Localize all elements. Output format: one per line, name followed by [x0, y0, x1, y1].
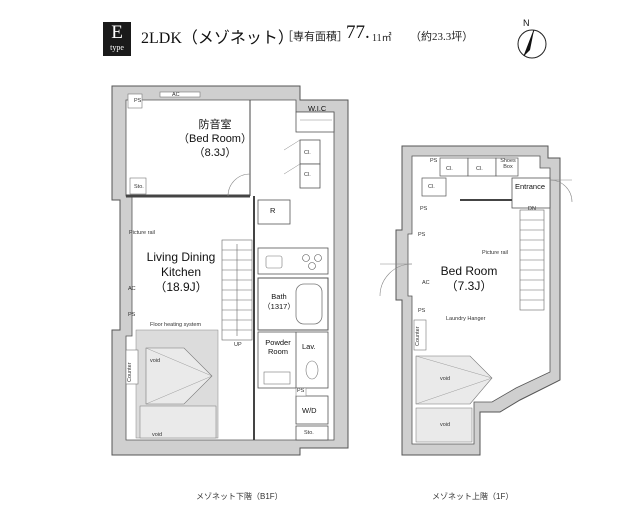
ac-label: AC	[128, 286, 136, 292]
ldk-size: （18.9J）	[154, 280, 208, 294]
void-label: void	[440, 422, 451, 428]
room-name-en: （Bed Room）	[178, 133, 252, 145]
room-name-jp: 防音室	[198, 119, 232, 131]
powder-line2: Room	[267, 347, 288, 356]
ac-label: AC	[422, 280, 430, 286]
bedroom-name: Bed Room	[440, 264, 498, 278]
shoes-box-line2: Box	[503, 164, 513, 170]
plan-title: 2LDK（メゾネット）	[141, 30, 294, 47]
ps-label: PS	[420, 206, 428, 212]
ldk-line1: Living Dining	[146, 250, 216, 264]
upper-floor-caption: メゾネット上階（1F）	[432, 492, 514, 501]
area-value: 77.	[346, 22, 370, 43]
ac-label: AC	[172, 92, 180, 98]
bedroom-size: （7.3J）	[445, 279, 493, 293]
ps-label: PS	[134, 98, 142, 104]
room-size: （8.3J）	[193, 147, 237, 159]
bath-name: Bath	[271, 292, 287, 301]
ps-label: PS	[418, 232, 426, 238]
powder-line1: Powder	[265, 338, 291, 347]
void-label: void	[152, 432, 163, 438]
type-badge: E type	[103, 22, 131, 56]
closet-label: Cl.	[304, 172, 311, 178]
shoes-box-line1: Shoes	[500, 158, 516, 164]
void-label: void	[440, 376, 451, 382]
compass-icon: N	[517, 18, 547, 59]
void-label: void	[150, 358, 161, 364]
upper-bedroom-label: Bed Room （7.3J）	[432, 264, 506, 294]
lower-floor-caption: メゾネット下階（B1F）	[196, 492, 283, 501]
ldk-label: Living Dining Kitchen （18.9J）	[140, 250, 222, 295]
powder-room-label: Powder Room	[260, 338, 296, 356]
stairs-up-label: UP	[234, 342, 242, 348]
type-word: type	[110, 43, 124, 52]
wic-label: W.I.C	[308, 104, 327, 113]
closet-label: Cl.	[304, 150, 311, 156]
storage-label: Sto.	[304, 430, 314, 436]
upper-floor	[379, 145, 573, 456]
counter-label: Counter	[415, 326, 421, 346]
compass-north-label: N	[523, 18, 530, 28]
ps-label: PS	[418, 308, 426, 314]
refrigerator-label: R	[270, 206, 276, 215]
plan-header: E type 2LDK（メゾネット） ［専有面積］ 77. 11㎡ （約23.3…	[0, 0, 640, 70]
floor-heating-label: Floor heating system	[150, 322, 202, 328]
bath-size: （1317）	[263, 302, 295, 311]
closet-label: Cl.	[428, 184, 435, 190]
area-unit: 11㎡	[372, 33, 392, 44]
washer-dryer-label: W/D	[302, 406, 317, 415]
ps-label: PS	[297, 388, 305, 394]
shoes-box-label: Shoes Box	[498, 158, 518, 170]
closet-label: Cl.	[446, 166, 453, 172]
lower-floor	[111, 85, 349, 456]
lavatory-label: Lav.	[302, 342, 316, 351]
entrance-label: Entrance	[515, 182, 546, 191]
stairs-down-label: DN	[528, 206, 536, 212]
soundproof-room-label: 防音室 （Bed Room） （8.3J）	[178, 118, 252, 160]
laundry-hanger-label: Laundry Hanger	[446, 316, 486, 322]
storage-label: Sto.	[134, 184, 144, 190]
picture-rail-label: Picture rail	[129, 230, 155, 236]
area-label: ［専有面積］	[282, 31, 348, 43]
ps-label: PS	[430, 158, 438, 164]
picture-rail-label: Picture rail	[482, 250, 508, 256]
closet-label: Cl.	[476, 166, 483, 172]
ps-label: PS	[128, 312, 136, 318]
type-letter: E	[111, 22, 123, 43]
ldk-line2: Kitchen	[160, 265, 202, 279]
area-tsubo: （約23.3坪）	[410, 31, 474, 43]
counter-label: Counter	[127, 362, 133, 382]
bath-label: Bath （1317）	[262, 292, 296, 312]
